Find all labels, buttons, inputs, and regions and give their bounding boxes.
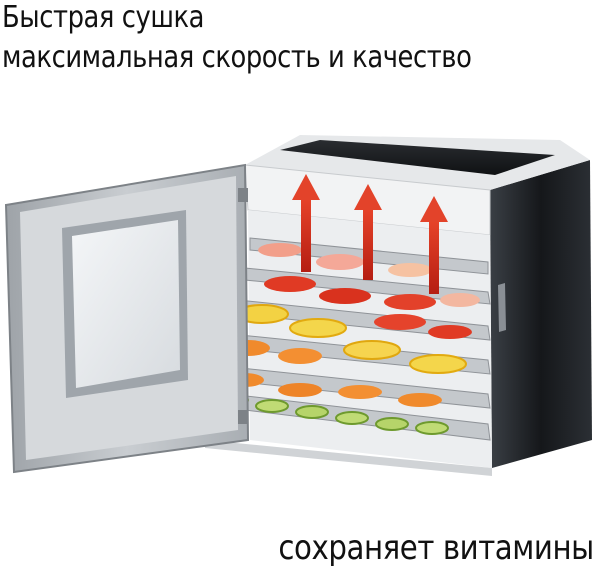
up-arrow-icon [354, 184, 382, 280]
caption: сохраняет витамины [278, 528, 595, 568]
headline-title: Быстрая сушка [2, 0, 205, 35]
up-arrow-icon [420, 196, 448, 294]
headline-subtitle: максимальная скорость и качество [2, 40, 472, 75]
dehydrator-illustration [4, 135, 592, 476]
up-arrow-icon [292, 174, 320, 272]
dehydrator-side-panel [490, 160, 592, 468]
dehydrator-door [4, 163, 250, 474]
headline: Быстрая сушка максимальная скорость и ка… [2, 0, 472, 78]
